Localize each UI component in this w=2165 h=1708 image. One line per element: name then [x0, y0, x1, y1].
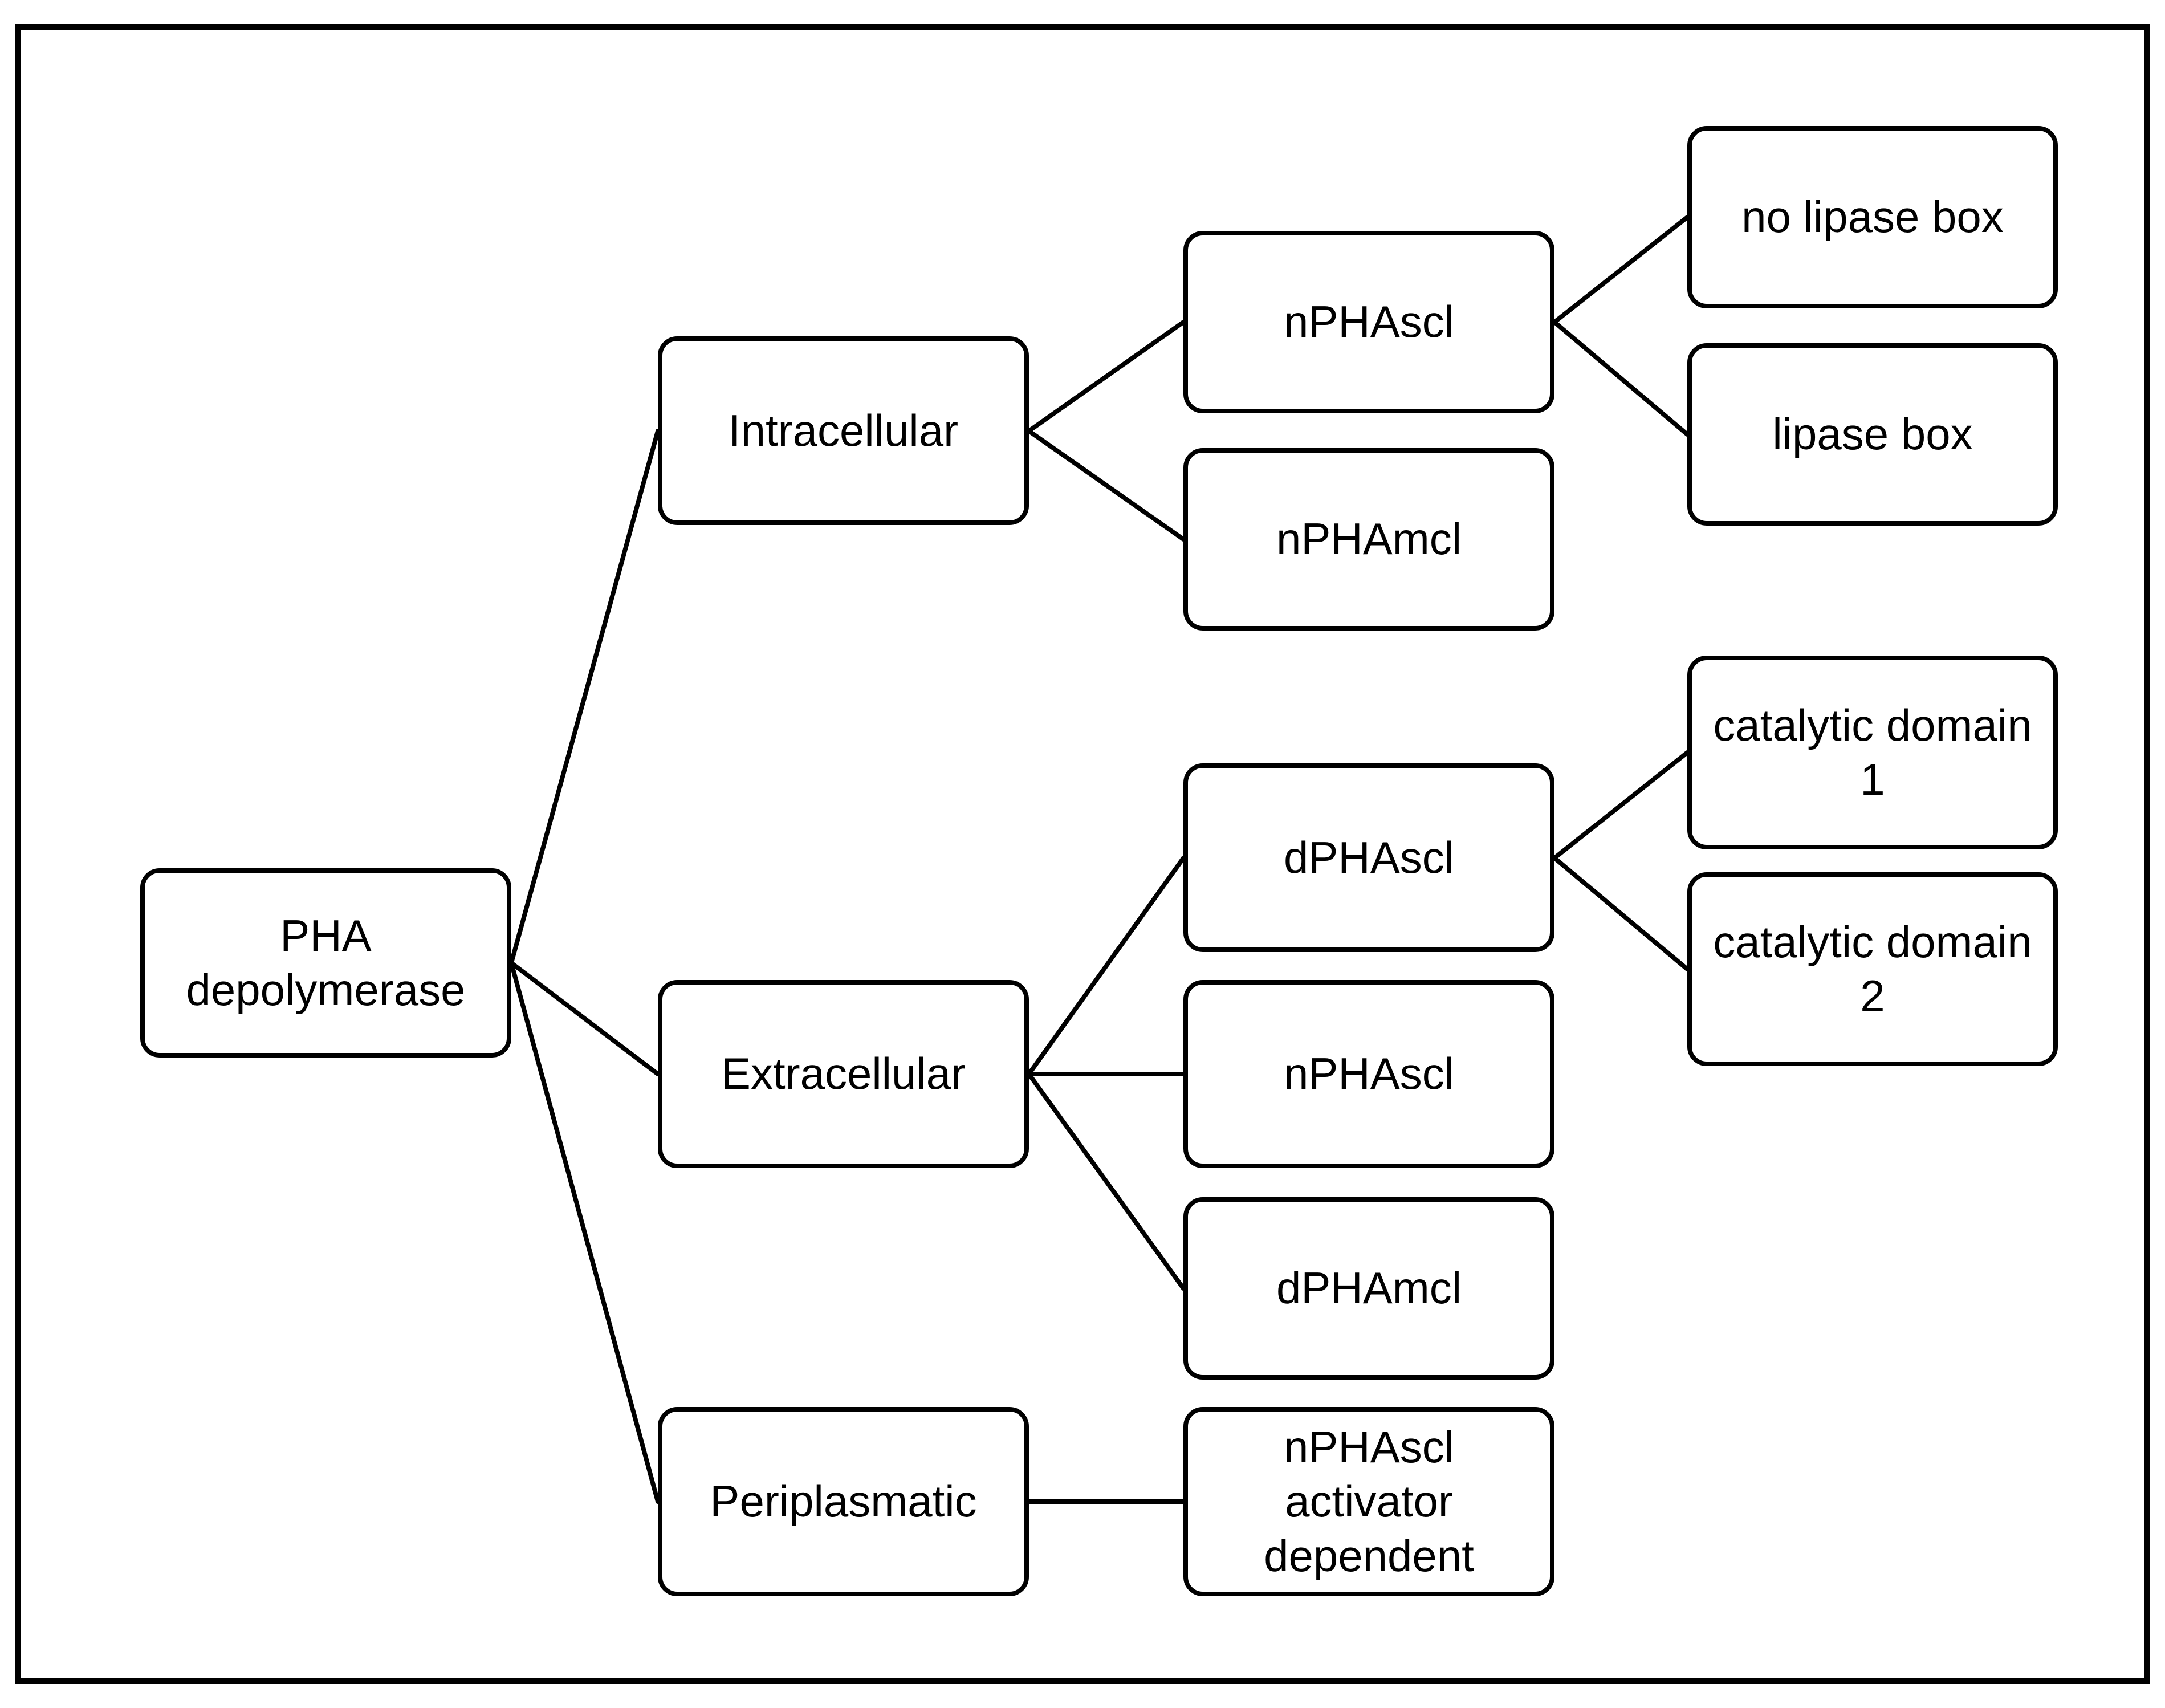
node-nphamcl-intracellular: nPHAmcl [1183, 448, 1554, 631]
node-label: nPHAscl [1283, 296, 1455, 347]
edge-pha-intracellular [509, 429, 660, 965]
edge-dphascl-catalytic-domain-2 [1552, 856, 1690, 971]
figure-border [15, 24, 2150, 1684]
edge-extracellular-dphamcl [1027, 1072, 1186, 1291]
edge-pha-extracellular [509, 961, 660, 1076]
node-nphascl-intracellular: nPHAscl [1183, 231, 1554, 413]
node-no-lipase-box: no lipase box [1687, 126, 2058, 308]
node-extracellular: Extracellular [658, 980, 1029, 1168]
node-label: catalytic domain 1 [1713, 700, 2032, 804]
node-catalytic-domain-1: catalytic domain 1 [1687, 656, 2058, 849]
edge-intracellular-nphamcl [1027, 429, 1186, 542]
node-label: nPHAmcl [1276, 514, 1462, 564]
node-label: nPHAscl activator dependent [1264, 1422, 1474, 1581]
edge-nphascl-no-lipase-box [1552, 215, 1690, 324]
node-intracellular: Intracellular [658, 336, 1029, 525]
edge-extracellular-dphascl [1027, 856, 1186, 1076]
node-nphascl-activator-dependent: nPHAscl activator dependent [1183, 1407, 1554, 1596]
node-label: no lipase box [1741, 192, 2004, 242]
node-nphascl-extracellular: nPHAscl [1183, 980, 1554, 1168]
node-label: nPHAscl [1283, 1048, 1455, 1099]
node-label: Extracellular [721, 1048, 966, 1099]
edge-intracellular-nphascl [1027, 320, 1186, 433]
edge-pha-periplasmatic [509, 961, 660, 1504]
node-label: dPHAmcl [1276, 1263, 1462, 1313]
node-catalytic-domain-2: catalytic domain 2 [1687, 872, 2058, 1066]
edge-nphascl-lipase-box [1552, 320, 1690, 437]
node-label: dPHAscl [1283, 832, 1455, 883]
node-label: Intracellular [728, 405, 959, 456]
node-pha-depolymerase: PHA depolymerase [140, 868, 511, 1058]
node-lipase-box: lipase box [1687, 343, 2058, 526]
node-label: lipase box [1772, 409, 1973, 459]
node-label: Periplasmatic [710, 1476, 977, 1527]
node-label: catalytic domain 2 [1713, 916, 2032, 1021]
node-dphamcl-extracellular: dPHAmcl [1183, 1197, 1554, 1380]
edge-dphascl-catalytic-domain-1 [1552, 750, 1690, 860]
node-periplasmatic: Periplasmatic [658, 1407, 1029, 1596]
node-dphascl-extracellular: dPHAscl [1183, 763, 1554, 952]
node-label: PHA depolymerase [186, 910, 466, 1015]
